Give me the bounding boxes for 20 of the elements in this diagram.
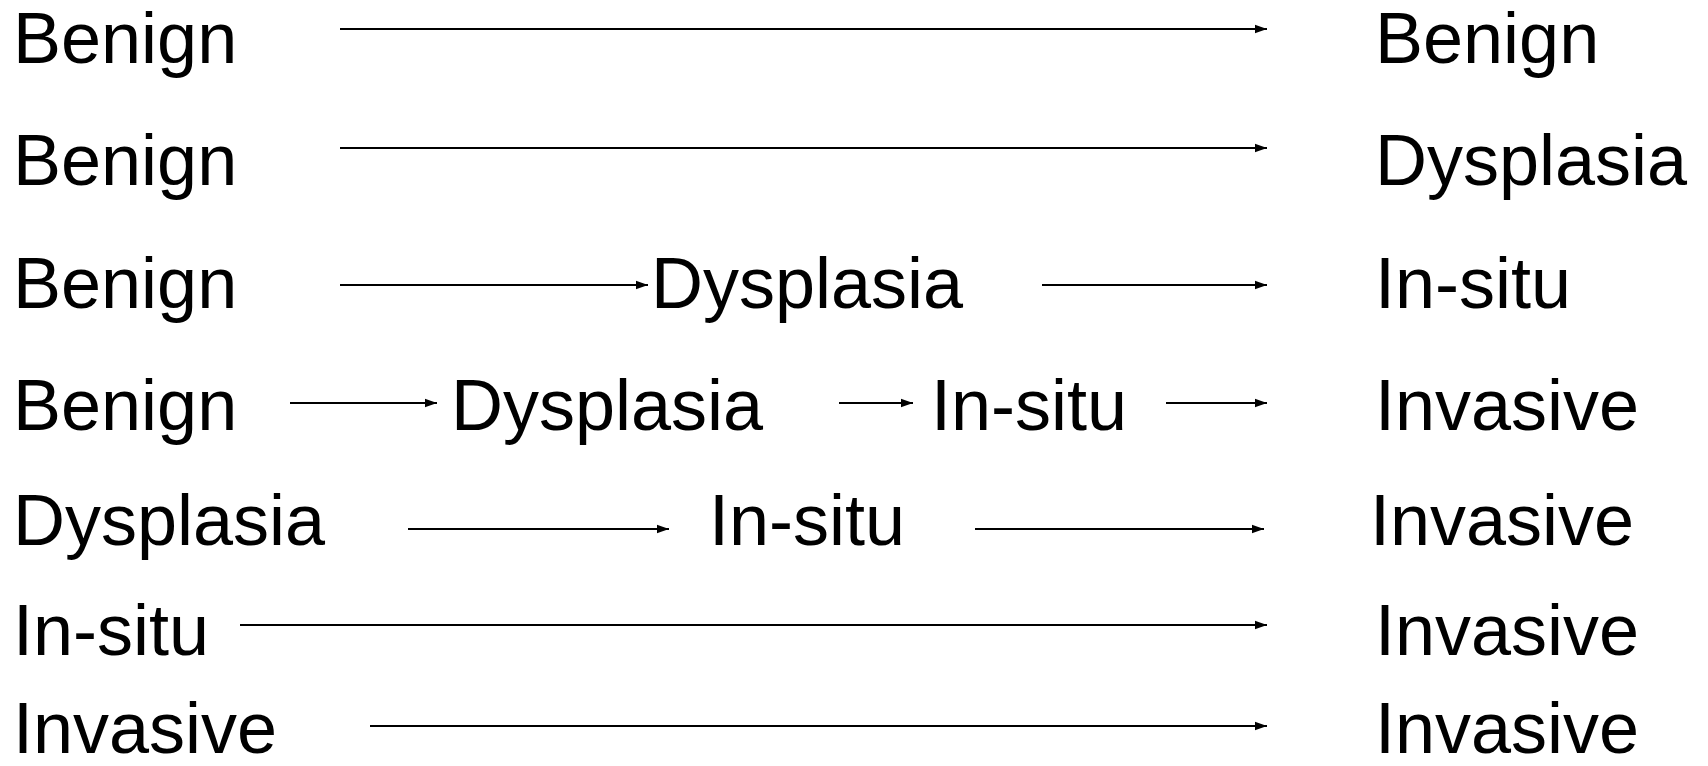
stage-label: In-situ: [672, 484, 972, 556]
stage-label: In-situ: [1270, 247, 1572, 319]
arrow: [339, 24, 1268, 34]
arrow: [1041, 280, 1268, 290]
stage-label: Invasive: [1270, 369, 1640, 441]
arrow: [1165, 398, 1268, 408]
stage-label: Invasive: [1270, 594, 1640, 666]
arrow: [339, 280, 649, 290]
arrow: [838, 398, 914, 408]
arrow: [339, 143, 1268, 153]
stage-label: Invasive: [1267, 484, 1635, 556]
arrow: [289, 398, 438, 408]
arrow: [407, 524, 670, 534]
stage-label: In-situ: [13, 594, 237, 666]
arrow: [369, 721, 1268, 731]
arrow: [974, 524, 1265, 534]
arrow: [239, 620, 1268, 630]
stage-label: Invasive: [1270, 692, 1640, 764]
stage-label: Invasive: [13, 692, 367, 764]
stage-label: In-situ: [916, 369, 1163, 441]
